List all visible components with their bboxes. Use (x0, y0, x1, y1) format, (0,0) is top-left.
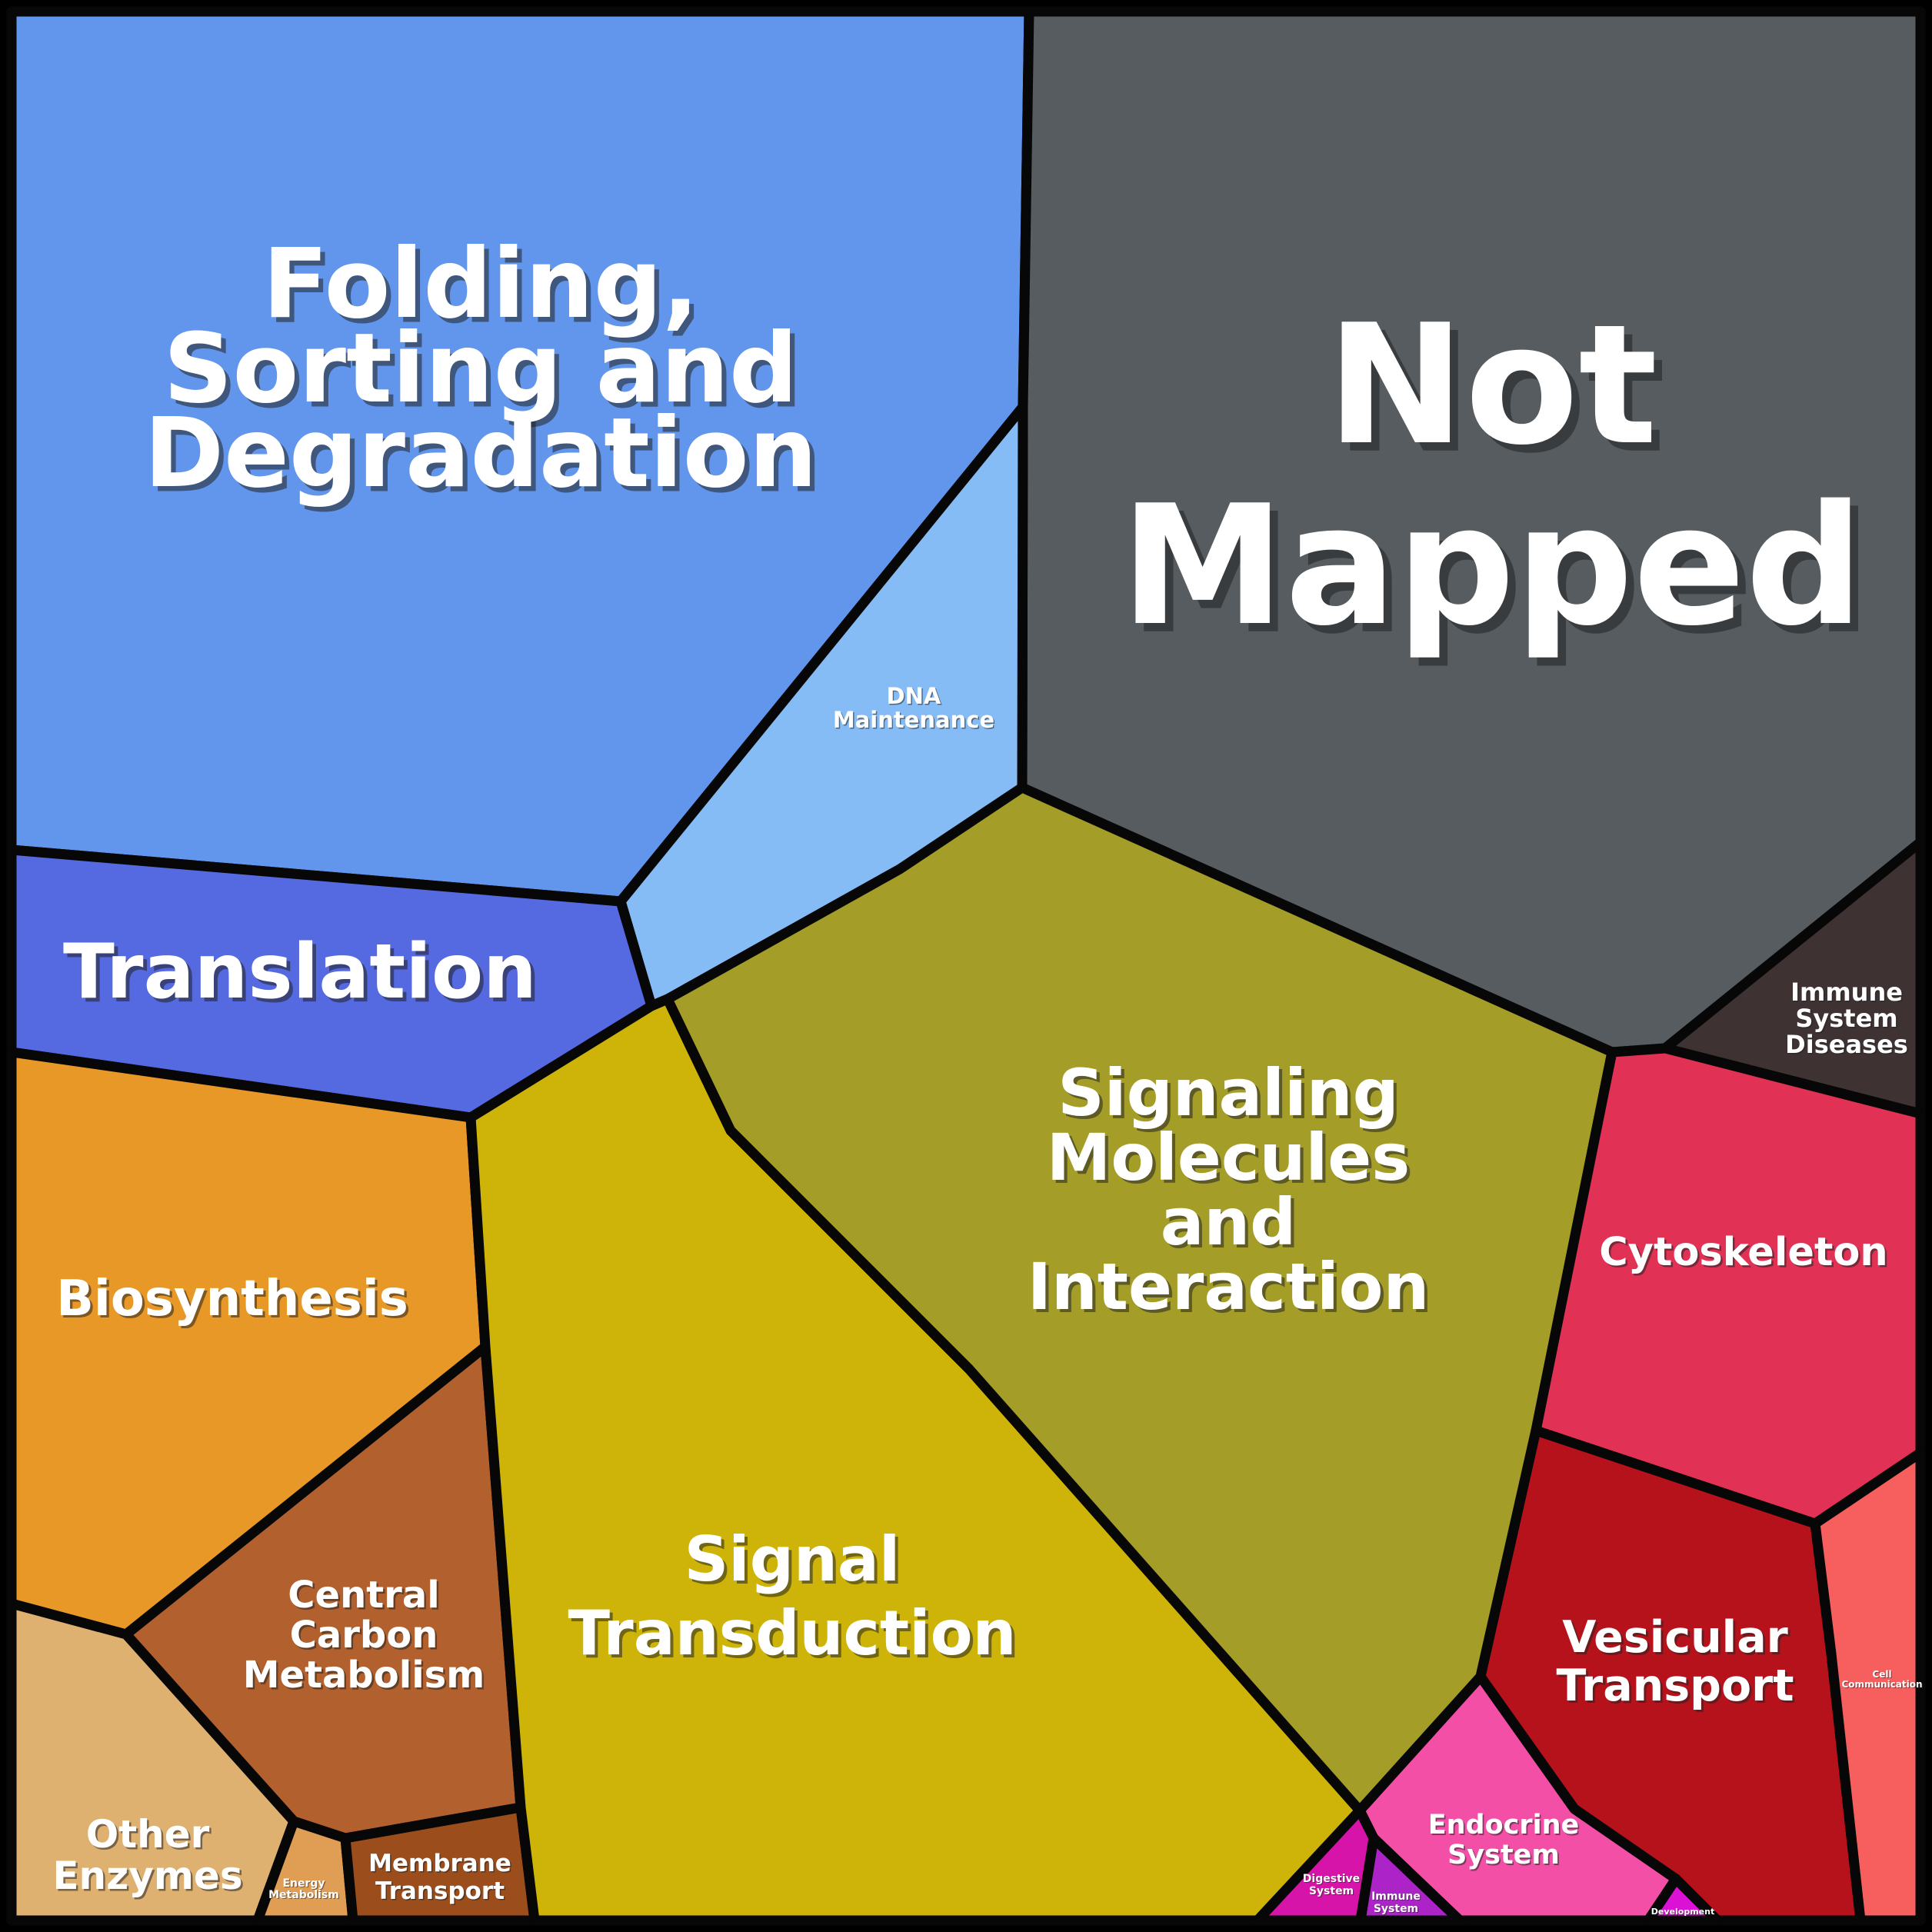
development-region[interactable] (1643, 1874, 1723, 1926)
cytoskeleton-label-shadow: Cytoskeleton (1601, 1232, 1890, 1277)
cell-communication-region[interactable] (1810, 1447, 1926, 1926)
cytoskeleton-label: Cytoskeleton (1599, 1230, 1887, 1275)
biosynthesis-label: Biosynthesis (56, 1271, 408, 1327)
biosynthesis-label-shadow: Biosynthesis (58, 1273, 411, 1330)
development-label-shadow: Development (1652, 1907, 1715, 1917)
translation-label-shadow: Translation (67, 932, 541, 1020)
cells-layer (6, 6, 1926, 1926)
translation-label: Translation (63, 928, 537, 1016)
development-label: Development (1651, 1907, 1714, 1917)
immune-system-region[interactable] (1355, 1833, 1465, 1926)
